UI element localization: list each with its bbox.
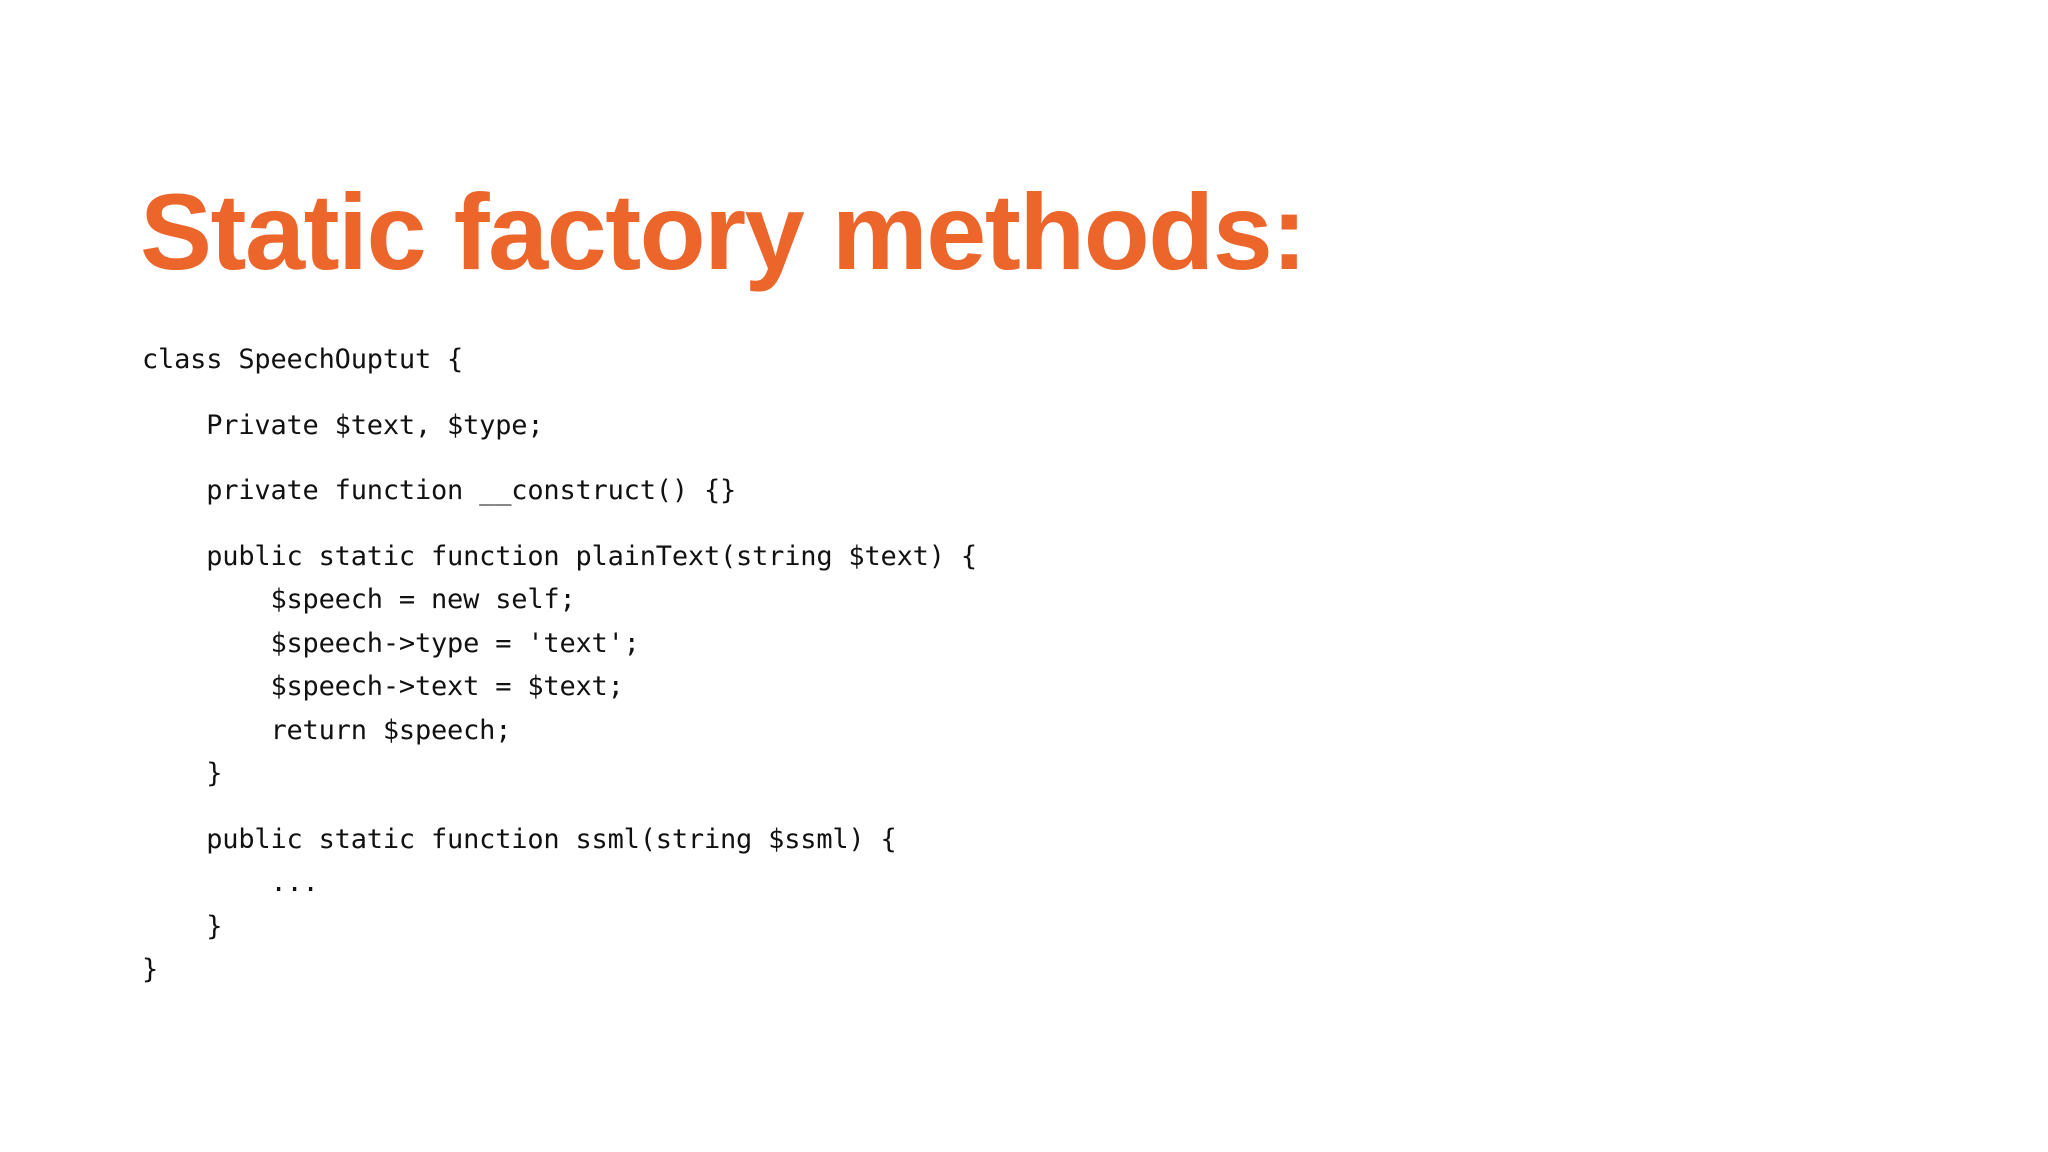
- code-line-blank: [142, 382, 977, 404]
- code-block: class SpeechOuptut { Private $text, $typ…: [142, 338, 977, 992]
- code-line: Private $text, $type;: [142, 409, 544, 441]
- code-line: $speech = new self;: [142, 584, 576, 615]
- page-title: Static factory methods:: [140, 171, 1307, 292]
- code-line: $speech->type = 'text';: [142, 627, 640, 659]
- code-line-blank: [142, 447, 977, 469]
- code-line-blank: [142, 796, 977, 818]
- code-line-blank: [142, 513, 977, 535]
- code-line: private function __construct() {}: [142, 475, 737, 506]
- code-line: class SpeechOuptut {: [142, 344, 464, 375]
- code-line: }: [142, 910, 223, 942]
- code-line: }: [142, 758, 223, 789]
- code-line: return $speech;: [142, 714, 512, 746]
- code-line: public static function plainText(string …: [142, 540, 977, 572]
- code-line: public static function ssml(string $ssml…: [142, 823, 897, 855]
- code-line: ...: [142, 867, 319, 898]
- code-line: }: [142, 954, 159, 985]
- code-line: $speech->text = $text;: [142, 671, 624, 702]
